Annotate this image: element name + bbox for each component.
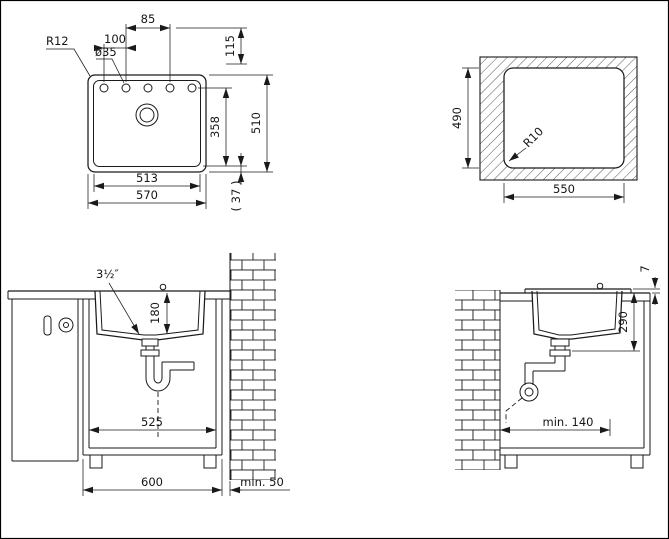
top-view-sink bbox=[87, 74, 207, 173]
side-section-view bbox=[455, 282, 651, 470]
trap-coil-inner bbox=[524, 387, 534, 397]
cabinet-foot bbox=[203, 454, 217, 469]
dim-85: 85 bbox=[141, 12, 156, 26]
cabinet-foot bbox=[89, 454, 103, 469]
faucet-hole bbox=[99, 83, 109, 93]
dim-37: ( 37 ) bbox=[229, 181, 243, 212]
dim-513: 513 bbox=[136, 171, 158, 185]
dim-100: 100 bbox=[104, 32, 126, 46]
top-view-dimensions: R12 ø35 85 100 115 358 510 513 570 ( 37 … bbox=[46, 12, 273, 211]
cabinet-foot bbox=[504, 454, 518, 469]
dim-7: 7 bbox=[638, 265, 652, 272]
dim-600: 600 bbox=[141, 475, 163, 489]
dim-290: 290 bbox=[616, 311, 630, 333]
dim-510: 510 bbox=[249, 112, 263, 134]
brick-wall bbox=[230, 253, 276, 480]
brick-wall bbox=[455, 290, 500, 470]
dim-dia35: ø35 bbox=[95, 45, 117, 59]
trap-outer bbox=[145, 377, 171, 392]
dia35-leader bbox=[96, 58, 125, 84]
front-section-dimensions: 3½″ 180 525 600 min. 50 bbox=[82, 267, 290, 496]
faucet-hole-section bbox=[159, 283, 167, 291]
cutout-opening bbox=[503, 67, 625, 169]
dim-r12: R12 bbox=[46, 34, 69, 48]
dim-drain-size: 3½″ bbox=[96, 267, 119, 281]
dim-180: 180 bbox=[148, 302, 162, 324]
front-section-view bbox=[7, 253, 276, 480]
cabinet-knob bbox=[58, 317, 74, 333]
hidden-drain-pipe bbox=[505, 397, 523, 423]
faucet-hole bbox=[121, 83, 131, 93]
dim-115: 115 bbox=[223, 35, 237, 57]
drain-hole-inner bbox=[139, 107, 155, 123]
slip-nut bbox=[549, 349, 571, 357]
r10-leader bbox=[508, 147, 527, 162]
trap-inner bbox=[153, 377, 163, 384]
dim-min140: min. 140 bbox=[543, 415, 594, 429]
trap-coil bbox=[519, 382, 539, 402]
faucet-hole bbox=[187, 83, 197, 93]
dim-min50: min. 50 bbox=[240, 475, 284, 489]
bowl-inner bbox=[99, 290, 201, 336]
dim-550: 550 bbox=[553, 182, 575, 196]
cutout-view bbox=[479, 56, 638, 181]
faucet-hole-section bbox=[596, 282, 604, 290]
r12-leader bbox=[46, 48, 91, 77]
dim-358: 358 bbox=[208, 116, 222, 138]
sink-bowl-edge bbox=[93, 80, 201, 167]
side-section-dimensions: 7 290 min. 140 bbox=[500, 265, 660, 436]
drain-flange bbox=[141, 338, 159, 347]
dim-525: 525 bbox=[141, 415, 163, 429]
bowl-inner bbox=[536, 290, 618, 336]
faucet-hole bbox=[143, 83, 153, 93]
sink-outer-edge bbox=[87, 74, 207, 173]
cabinet-knob-center bbox=[63, 322, 69, 328]
dim-490: 490 bbox=[450, 107, 464, 129]
faucet-hole bbox=[165, 83, 175, 93]
drain-flange bbox=[550, 338, 570, 347]
drain-size-leader bbox=[108, 282, 140, 335]
slip-nut bbox=[140, 349, 160, 357]
cabinet-handle bbox=[43, 315, 52, 336]
cabinet-foot bbox=[630, 454, 644, 469]
drain-hole-outer bbox=[135, 103, 159, 127]
dim-570: 570 bbox=[136, 188, 158, 202]
